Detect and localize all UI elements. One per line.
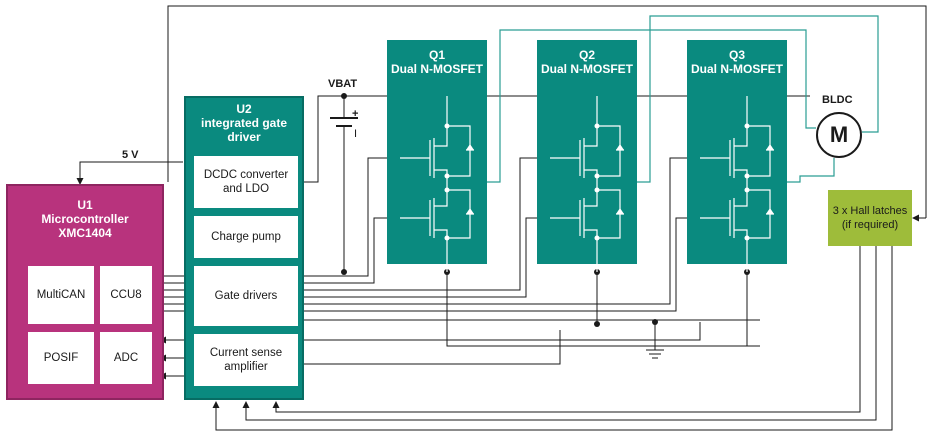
q1-transistors (400, 96, 474, 272)
q3-transistors (700, 96, 774, 272)
posif-block: POSIF (28, 332, 94, 384)
motor-letter: M (829, 122, 849, 147)
u2-title: integrated gate driver (200, 116, 287, 144)
charge-pump-block: Charge pump (194, 216, 298, 258)
q2-title: Dual N-MOSFET (541, 62, 633, 76)
adc-block: ADC (100, 332, 152, 384)
u2-ref: U2 (236, 102, 252, 116)
hall-line1: 3 x Hall latches (832, 205, 908, 217)
current-sense-block: Current sense amplifier (194, 334, 298, 386)
gate-driver-block: U2 integrated gate driver DCDC converter… (184, 96, 304, 400)
bldc-label: BLDC (822, 94, 853, 106)
supply-5v-label: 5 V (122, 149, 139, 161)
q1-title: Dual N-MOSFET (391, 62, 483, 76)
u1-part: XMC1404 (58, 226, 112, 240)
q2-transistors (550, 96, 624, 272)
vbat-label: VBAT (328, 78, 358, 90)
motor-symbol: M (816, 112, 862, 158)
battery-plus-label: + (352, 108, 359, 120)
hall-line2: (if required) (841, 219, 899, 231)
q3-title: Dual N-MOSFET (691, 62, 783, 76)
q3-ref: Q3 (728, 48, 745, 62)
q1-ref: Q1 (428, 48, 445, 62)
hall-latches-block: 3 x Hall latches (if required) (828, 190, 912, 246)
u1-title: Microcontroller (41, 212, 129, 226)
dcdc-block: DCDC converter and LDO (194, 156, 298, 208)
battery-minus-label: I (354, 128, 358, 140)
gate-drivers-block: Gate drivers (194, 266, 298, 326)
microcontroller-block: U1 Microcontroller XMC1404 MultiCAN CCU8… (6, 184, 164, 400)
ccu8-block: CCU8 (100, 266, 152, 324)
u1-ref: U1 (77, 198, 93, 212)
q2-ref: Q2 (578, 48, 595, 62)
multican-block: MultiCAN (28, 266, 94, 324)
